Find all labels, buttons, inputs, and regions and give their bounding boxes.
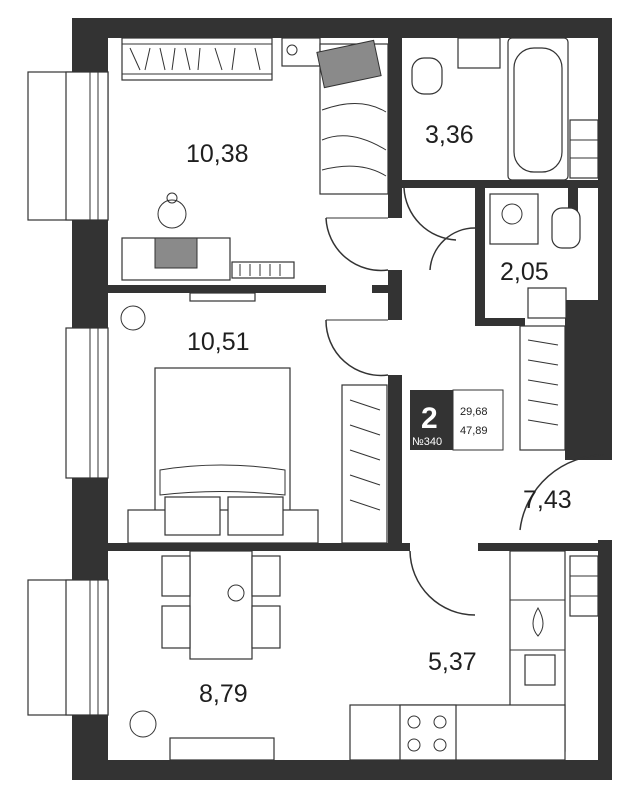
doors [325,187,606,616]
badge-apartment-number: №340 [412,436,442,448]
kitchen-furniture [349,550,566,761]
room-area-hallway: 7,43 [523,486,572,514]
room-area-living: 8,79 [199,680,248,708]
room-area-bedroom-top: 10,38 [186,140,249,168]
bedroom-main-furniture [120,305,388,544]
bathroom-furniture [411,37,569,181]
badge-rooms-count: 2 [421,402,438,435]
badge-total-area: 47,89 [460,425,488,437]
living-furniture [129,550,281,761]
windows [27,71,599,716]
room-area-bathroom: 3,36 [425,121,474,149]
room-area-kitchen: 5,37 [428,648,477,676]
badge-dark-box [410,390,453,450]
room-area-toilet: 2,05 [500,258,549,286]
toilet-furniture [489,193,581,451]
badge-bracket [452,389,504,451]
room-labels: 10,38 3,36 2,05 10,51 7,43 8,79 5,37 [186,121,572,708]
room-area-bedroom-main: 10,51 [187,328,250,356]
apartment-badge: 2 №340 29,68 47,89 [410,389,504,451]
badge-living-area: 29,68 [460,406,488,418]
bedroom-top-furniture [121,37,389,302]
